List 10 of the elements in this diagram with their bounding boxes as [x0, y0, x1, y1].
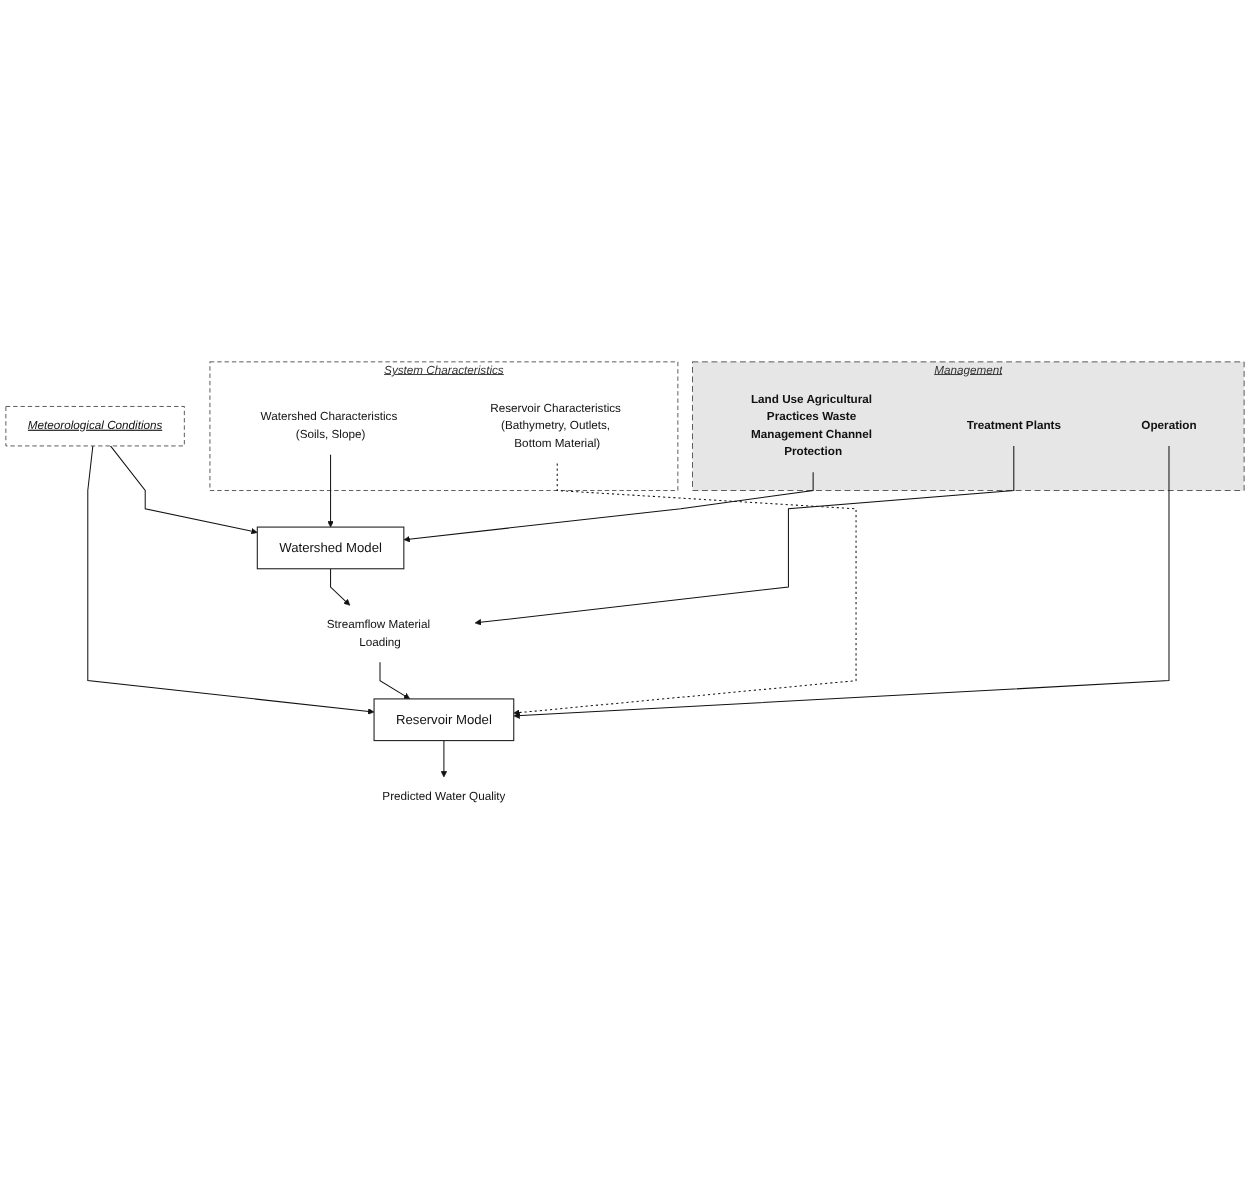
arrow: [109, 446, 258, 536]
arrow: [440, 740, 448, 779]
arrow: [403, 472, 814, 544]
arrow: [87, 446, 375, 716]
arrow: [474, 446, 1015, 627]
arrow: [330, 569, 351, 607]
arrow: [379, 662, 411, 700]
arrow: [513, 446, 1170, 720]
arrow: [513, 463, 857, 717]
arrow: [327, 454, 334, 529]
